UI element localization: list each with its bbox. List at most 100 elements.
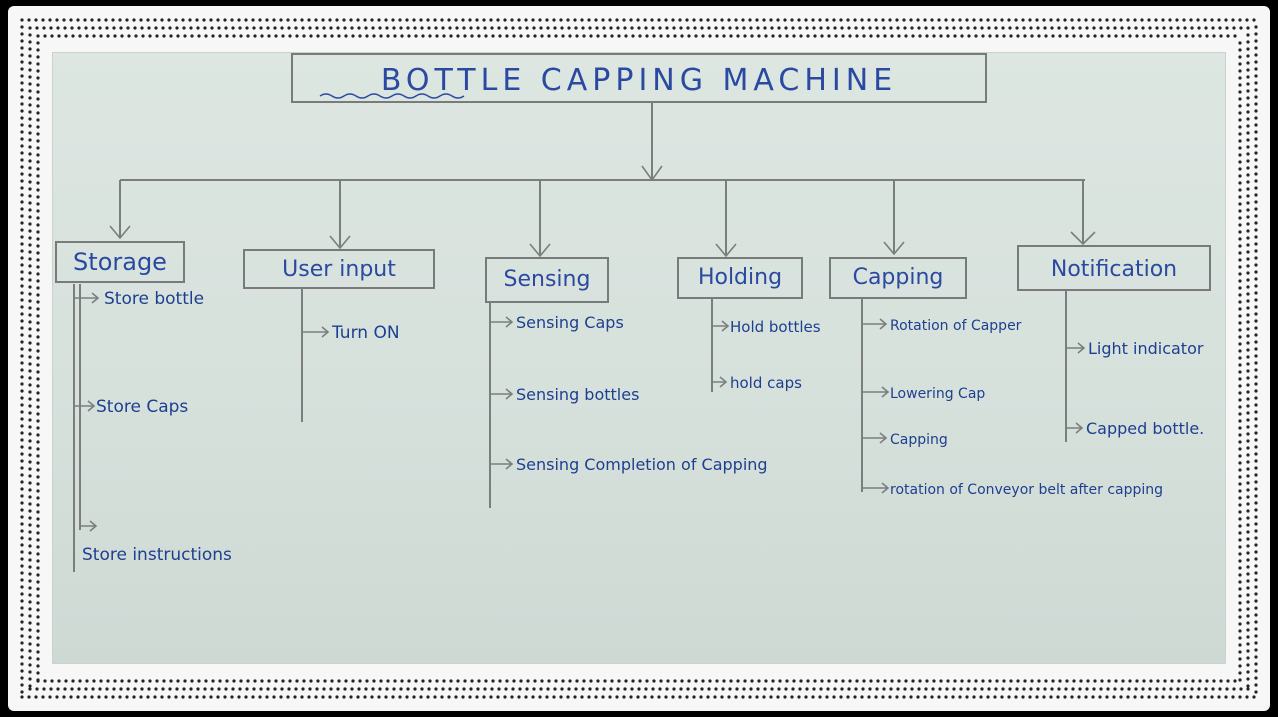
border-dot [1120, 687, 1124, 691]
border-dot [770, 26, 774, 30]
border-dot [909, 695, 913, 699]
border-dot [28, 285, 32, 289]
border-dot [1254, 543, 1258, 547]
border-dot [539, 687, 543, 691]
border-dot [28, 75, 32, 79]
border-dot [1254, 123, 1258, 127]
border-dot [665, 26, 669, 30]
border-dot [1177, 34, 1181, 38]
border-dot [28, 320, 32, 324]
border-dot [1238, 41, 1242, 45]
border-dot [742, 26, 746, 30]
border-dot [616, 26, 620, 30]
border-dot [1246, 138, 1250, 142]
border-dot [1176, 26, 1180, 30]
border-dot [673, 34, 677, 38]
border-dot [1254, 592, 1258, 596]
border-dot [71, 679, 75, 683]
border-dot [811, 695, 815, 699]
border-dot [1246, 460, 1250, 464]
border-dot [560, 687, 564, 691]
border-dot [1246, 418, 1250, 422]
border-dot [384, 18, 388, 22]
border-dot [496, 695, 500, 699]
border-dot [588, 687, 592, 691]
border-dot [20, 683, 24, 687]
border-dot [1254, 340, 1258, 344]
border-dot [36, 55, 40, 59]
category-storage: Storage Store bottle Store Caps Store in… [55, 241, 232, 572]
border-dot [1189, 18, 1193, 22]
border-dot [20, 669, 24, 673]
border-dot [1238, 279, 1242, 283]
border-dot [888, 695, 892, 699]
border-dot [1254, 424, 1258, 428]
border-dot [792, 679, 796, 683]
border-dot [615, 18, 619, 22]
border-dot [1246, 656, 1250, 660]
border-dot [148, 679, 152, 683]
border-dot [386, 34, 390, 38]
border-dot [406, 26, 410, 30]
border-dot [1239, 687, 1243, 691]
border-dot [897, 679, 901, 683]
border-dot [762, 18, 766, 22]
border-dot [995, 34, 999, 38]
border-dot [699, 18, 703, 22]
border-dot [1078, 687, 1082, 691]
border-dot [1246, 649, 1250, 653]
border-dot [547, 679, 551, 683]
border-dot [1254, 158, 1258, 162]
border-dot [1246, 278, 1250, 282]
item-text: Sensing bottles [516, 385, 639, 404]
border-dot [307, 18, 311, 22]
border-dot [938, 687, 942, 691]
border-dot [456, 679, 460, 683]
border-dot [421, 34, 425, 38]
border-dot [1070, 695, 1074, 699]
border-dot [602, 26, 606, 30]
border-dot [288, 34, 292, 38]
border-dot [644, 26, 648, 30]
border-dot [231, 687, 235, 691]
border-dot [372, 679, 376, 683]
border-dot [28, 117, 32, 121]
border-dot [1107, 679, 1111, 683]
border-dot [364, 26, 368, 30]
category-label: Notification [1051, 257, 1177, 282]
border-dot [28, 362, 32, 366]
border-dot [1254, 599, 1258, 603]
border-dot [504, 26, 508, 30]
border-dot [36, 76, 40, 80]
border-dot [483, 26, 487, 30]
border-dot [379, 34, 383, 38]
border-dot [812, 26, 816, 30]
border-dot [1238, 55, 1242, 59]
border-dot [952, 26, 956, 30]
border-dot [484, 34, 488, 38]
border-dot [1238, 440, 1242, 444]
border-dot [666, 679, 670, 683]
border-dot [637, 687, 641, 691]
border-dot [182, 26, 186, 30]
border-dot [245, 26, 249, 30]
border-dot [301, 687, 305, 691]
border-dot [315, 26, 319, 30]
border-dot [1238, 188, 1242, 192]
border-dot [924, 26, 928, 30]
border-dot [307, 695, 311, 699]
border-dot [28, 208, 32, 212]
border-dot [1238, 370, 1242, 374]
border-dot [1128, 34, 1132, 38]
border-dot [1254, 32, 1258, 36]
border-dot [412, 18, 416, 22]
border-dot [1226, 679, 1230, 683]
border-dot [581, 687, 585, 691]
border-dot [1238, 265, 1242, 269]
border-dot [1238, 405, 1242, 409]
border-dot [399, 687, 403, 691]
border-dot [1238, 475, 1242, 479]
border-dot [230, 695, 234, 699]
border-dot [20, 249, 24, 253]
border-dot [594, 18, 598, 22]
